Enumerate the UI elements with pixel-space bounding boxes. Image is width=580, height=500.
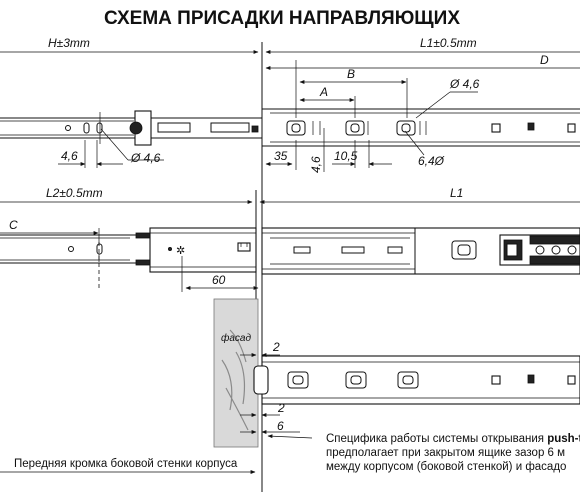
row3-rail	[253, 355, 580, 405]
l1-label: L1	[450, 186, 463, 200]
pushto-note-line2: предполагает при закрытом ящике зазор 6 …	[326, 447, 565, 459]
gap-2-bottom-label: 2	[277, 401, 285, 415]
dim-6-4-label: 6,4Ø	[418, 154, 445, 168]
dim-35-label: 35	[274, 149, 288, 163]
diagram-title: СХЕМА ПРИСАДКИ НАПРАВЛЯЮЩИХ	[104, 8, 460, 29]
row1-left-rail: 4,6 Ø 4,6	[0, 110, 262, 168]
top-dimension-lines: H±3mm L1±0.5mm D B A Ø 4,6	[0, 36, 580, 119]
facade-label: фасад	[221, 332, 251, 344]
slot-group-2	[345, 120, 369, 136]
left-4-6-label: 4,6	[61, 149, 78, 163]
dim-10-5-label: 10,5	[334, 149, 358, 163]
l1-tolerance-label: L1±0.5mm	[420, 36, 477, 50]
b-label: B	[347, 67, 355, 81]
star-mark: ✲	[176, 245, 185, 257]
facade-panel: фасад	[213, 298, 259, 448]
slot-group-1	[286, 120, 321, 136]
slot-group-3	[396, 120, 427, 136]
front-edge-note: Передняя кромка боковой стенки корпуса	[14, 458, 238, 470]
dim-60-label: 60	[212, 273, 226, 287]
a-label: A	[319, 85, 328, 99]
left-hole-diameter-label: Ø 4,6	[130, 151, 161, 165]
h-tolerance-label: H±3mm	[48, 36, 90, 50]
top-hole-diameter-label: Ø 4,6	[449, 77, 480, 91]
gap-2-top-label: 2	[272, 340, 280, 354]
pushto-note-line3: между корпусом (боковой стенкой) и фасад…	[326, 461, 566, 473]
push-to-open-note: Спецификa работы системы открывания push…	[326, 433, 580, 473]
gap-dimensions: 2 2 6	[240, 340, 300, 434]
row2-right-rail	[261, 227, 580, 275]
pushto-note-line1: Спецификa работы системы открывания push…	[326, 433, 580, 445]
l2-tolerance-label: L2±0.5mm	[46, 186, 103, 200]
row2-left-rail: ✲ 60	[0, 227, 259, 292]
dim-4-6-vertical-label: 4,6	[309, 156, 323, 173]
gap-6-label: 6	[277, 419, 284, 433]
d-label: D	[540, 53, 549, 67]
row1-right-rail: 35 4,6 10,5 6,4Ø	[261, 108, 580, 173]
c-label: C	[9, 218, 18, 232]
row2-dimension-lines: L2±0.5mm L1 C	[0, 186, 580, 262]
